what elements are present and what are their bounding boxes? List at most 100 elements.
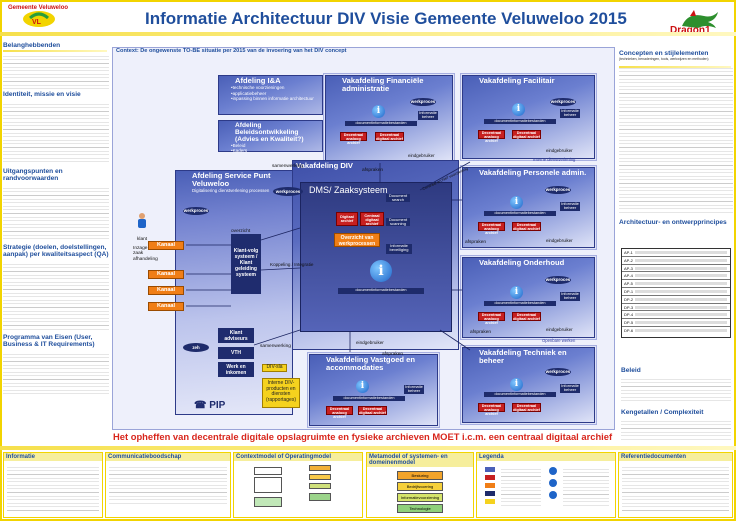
info-icon-large: i — [370, 260, 392, 282]
left-column: Belanghebbenden Identiteit, missie en vi… — [3, 38, 109, 450]
informatie-beheer: Informatie beheer — [560, 291, 580, 301]
afspraken-4: afspraken — [382, 352, 404, 357]
informatie-beheer: Informatie beheer — [560, 201, 580, 211]
informatie-beheer: Informatie beheer — [560, 383, 580, 393]
interne-dienst-label: Interne dienstverlening — [533, 157, 576, 162]
decentraal-digitaal: Decentraal digitaal archief — [512, 222, 541, 232]
decentraal-digitaal: Decentraal digitaal archief — [512, 312, 541, 322]
kengetallen-text — [621, 418, 731, 440]
document-scanning: Document scanning — [386, 217, 410, 226]
afdeling-service-sub: Digitalisering dienstverlening processen — [192, 188, 270, 193]
afdeling-beleid: Afdeling Beleidsontwikkeling (Advies en … — [218, 120, 323, 154]
pip-label: ☎ PIP — [194, 400, 226, 411]
communicatie-title: Communicatieboodschap — [106, 453, 230, 461]
info-icon: i — [510, 378, 523, 391]
dms-box: DMS/ Zaaksysteem — [300, 182, 452, 332]
div-sla: DIV-sla — [262, 364, 287, 372]
docinfo-vast: documentinformatiebestanden — [333, 396, 405, 401]
informatie-beveiliging: Informatie beveiliging — [386, 243, 412, 254]
afdeling-service-title: Afdeling Service Punt Veluweloo — [192, 171, 271, 188]
info-icon: i — [510, 286, 523, 299]
decentraal-digitaal: Decentraal digitaal archief — [512, 130, 541, 140]
informatie-beheer: Informatie beheer — [560, 108, 580, 118]
banner-text: Het opheffen van decentrale digitale ops… — [113, 431, 613, 442]
identiteit-title: Identiteit, missie en visie — [3, 91, 81, 98]
decentraal-analoog: Decentraal analoog archief — [340, 132, 367, 145]
openbare-werken-label: Openbare werken — [542, 338, 576, 343]
beleid-text — [621, 376, 731, 404]
vak-onderhoud-title: Vakafdeling Onderhoud — [479, 258, 565, 267]
decentraal-analoog: Decentraal analoog archief — [478, 222, 505, 235]
eindgebruiker-label: eindgebruiker — [546, 148, 573, 153]
docinfo-div: documentinformatiebestanden — [338, 288, 424, 294]
decentraal-digitaal: Decentraal digitaal archief — [358, 406, 387, 416]
klant-icon — [136, 212, 148, 228]
kanaal-3: Kanaal — [148, 286, 184, 295]
decentraal-digitaal: Decentraal digitaal archief — [512, 403, 541, 413]
decentraal-analoog: Decentraal analoog archief — [478, 312, 505, 325]
vak-financieel-title: Vakafdeling Financiële administratie — [342, 76, 424, 93]
werkproces-fin: werkproces — [410, 98, 436, 106]
meta-layer: Besturing — [397, 471, 443, 480]
ia-item: •applicatiebeheer — [231, 90, 267, 96]
concepten-title: Concepten en stijlelementen — [619, 50, 709, 57]
referentie-title: Referentiedocumenten — [619, 453, 732, 461]
principe-row: AP-1 — [622, 249, 730, 257]
principe-row: DP-5 — [622, 319, 730, 327]
meta-layer: Informatievoorziening — [397, 493, 443, 502]
principe-row: DP-3 — [622, 304, 730, 312]
docinfo-pers: documentinformatiebestanden — [484, 211, 556, 216]
programma-title: Programma van Eisen (User, Business & IT… — [3, 334, 95, 348]
vth: VTH — [218, 347, 254, 359]
klantvolg-system: Klant-volg systeem / Klant geleiding sys… — [231, 234, 261, 294]
decentraal-digitaal: Decentraal digitaal archief — [375, 132, 404, 142]
strategie-title: Strategie (doelen, doelstellingen, aanpa… — [3, 244, 109, 258]
belanghebbenden-text — [3, 53, 109, 89]
samenwerking-top: samenwerking — [272, 164, 303, 169]
meta-layer: Bedrijfsvoering — [397, 482, 443, 491]
dms-title: DMS/ Zaaksysteem — [309, 185, 388, 195]
werkproces-service: werkproces — [183, 207, 209, 215]
decentraal-analoog: Decentraal analoog archief — [326, 406, 353, 419]
afdeling-ia-title: Afdeling I&A — [235, 76, 281, 85]
info-icon: i — [356, 380, 369, 393]
pip-text: PIP — [209, 400, 226, 411]
legenda-panel: Legenda — [476, 452, 616, 518]
kengetallen-title: Kengetallen / Complexiteit — [621, 409, 704, 416]
werkproces-fac: werkproces — [550, 98, 576, 106]
decentraal-analoog: Decentraal analoog archief — [478, 130, 505, 143]
principe-row: AP-3 — [622, 265, 730, 273]
metamodel-panel: Metamodel of systemen- en domeinenmodel … — [366, 452, 474, 518]
werkproces-div: werkproces — [273, 187, 303, 196]
decentraal-analoog: Decentraal analoog archief — [478, 403, 505, 416]
dragon1-wordmark: Dragon1 — [670, 25, 711, 36]
werkproces-tech: werkproces — [545, 368, 571, 376]
afspraken-3: afspraken — [470, 330, 492, 335]
metamodel-title: Metamodel of systemen- en domeinenmodel — [367, 453, 473, 467]
page-title: Informatie Architectuur DIV Visie Gemeen… — [145, 9, 627, 28]
afspraken-1: afspraken — [362, 168, 384, 173]
vak-div-title: Vakafdeling DIV — [296, 161, 353, 170]
communicatie-panel: Communicatieboodschap — [105, 452, 231, 518]
info-icon: i — [512, 103, 525, 116]
legenda-title: Legenda — [477, 453, 615, 461]
vak-techniek-title: Vakafdeling Techniek en beheer — [479, 348, 567, 365]
klant-adviseurs: Klant adviseurs — [218, 328, 254, 343]
eindgebruiker-label: eindgebruiker — [408, 153, 435, 158]
ia-item: •inpassing binnen informatie architectuu… — [231, 96, 314, 102]
werkproces-pers: werkproces — [545, 186, 571, 194]
info-icon: i — [510, 196, 523, 209]
contextmodel-panel: Contextmodel of Operatingmodel — [233, 452, 363, 518]
principe-row: AP-2 — [622, 257, 730, 265]
concepten-sub: (technieken, benaderingen, tools, werkwi… — [619, 57, 709, 61]
werk-inkomen: Werk en inkomen — [218, 362, 254, 377]
afdeling-beleid-title: Afdeling Beleidsontwikkeling (Advies en … — [235, 122, 304, 143]
inzage-label: Inzage in zaak afhandeling — [133, 246, 158, 262]
beleid-item: •Kaders — [231, 148, 248, 154]
beleid-title: Beleid — [621, 367, 641, 374]
informatie-title: Informatie — [4, 453, 102, 461]
eindgebruiker-label: eindgebruiker — [546, 327, 573, 332]
kanaal-2: Kanaal — [148, 270, 184, 279]
document-search: Document search — [386, 193, 410, 202]
